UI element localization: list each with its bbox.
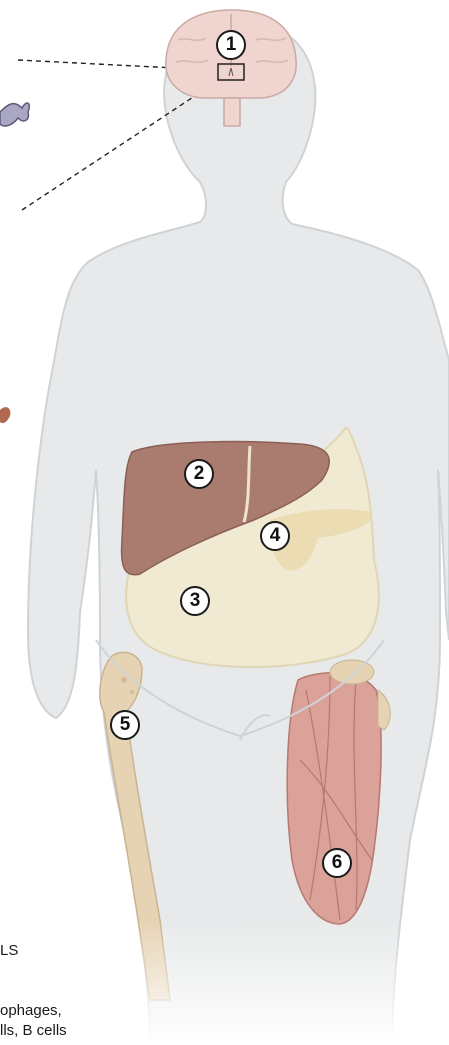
cropped-label-ls: LS [0,942,18,959]
marker-5: 5 [110,710,140,740]
immune-cell-shape [0,407,10,423]
marker-6: 6 [322,848,352,878]
marker-3: 3 [180,586,210,616]
marker-1: 1 [216,30,246,60]
cropped-label-macrophages: ophages, [0,1002,62,1019]
immune-cell-shape [0,103,29,126]
marker-2: 2 [184,459,214,489]
cropped-label-cells: lls, B cells [0,1022,67,1039]
marker-4: 4 [260,521,290,551]
